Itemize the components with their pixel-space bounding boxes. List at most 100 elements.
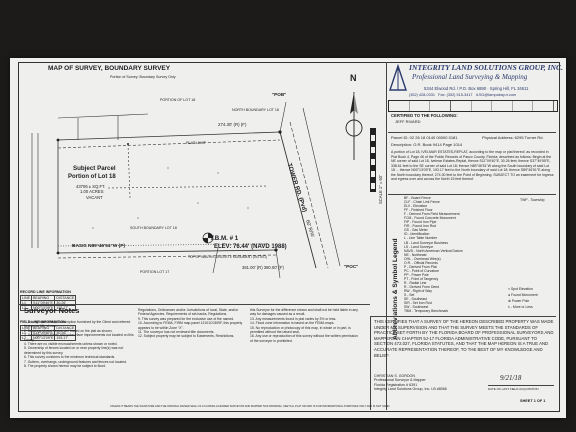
note: 12. Subject property may be subject to E… xyxy=(138,334,235,339)
surveyor-name: CHRISTIAN S. GORDON xyxy=(374,374,415,378)
cert-block-divider xyxy=(370,316,556,317)
found-monument-icon: ● xyxy=(508,293,511,297)
legend-item: OHL - Overhead Wire(s) xyxy=(404,256,441,261)
plat-limit-label: PLAT LIMIT xyxy=(186,141,206,145)
phone: (352) 428-0331 xyxy=(409,93,435,97)
poc-label: "POC" xyxy=(344,264,359,269)
elevation-label: ELEV: 76.44' (NAVD 1988) xyxy=(214,244,287,250)
note: Regulations, Ordinances and/or Jurisdict… xyxy=(138,308,239,317)
cell: 193.17' xyxy=(54,305,77,311)
record-line-table: RECORD LINE INFORMATION LINE BEARING DIS… xyxy=(20,290,77,311)
surveyor-title: Professional Surveyor & Mapper xyxy=(374,378,426,383)
physical-address: Physical Address: 6295 Turner Rd. xyxy=(482,135,544,140)
legend-list: BF - Board Fence CLF - Chain Link Fence … xyxy=(404,196,484,313)
legal-description: A portion of Lot 18, IVELMAR ESTATES-REP… xyxy=(391,150,554,181)
parcel-id: Parcel ID: 02 26 18 0140 00000 0181 xyxy=(391,135,458,140)
legend-item: FIR - Found Iron Rod xyxy=(404,224,437,229)
survey-date: 9/21/18 xyxy=(500,374,522,382)
scale-bar xyxy=(370,128,376,192)
legend-item: FF - Finished Floor xyxy=(404,208,433,213)
legend-right-item: TWP - Township xyxy=(520,198,545,202)
legend-item: SW - Southwest xyxy=(404,305,429,310)
col-distance: DISTANCE xyxy=(54,295,77,301)
company-address: 5344 Elwood Rd. / P.O. Box 6890 · Spring… xyxy=(424,86,529,91)
legend-item: S - Set xyxy=(404,293,415,298)
note: 8. The property shown hereon may be subj… xyxy=(24,364,106,369)
note: 7. Gutters, overhangs, underground featu… xyxy=(24,359,127,364)
legend-item: RW - Right of Way xyxy=(404,289,432,294)
legend-item: PC - Point of Curvature xyxy=(404,268,440,273)
company-tagline: Professional Land Surveying & Mapping xyxy=(412,73,528,81)
cert-divider xyxy=(388,132,556,133)
road-row: 60' R/W xyxy=(304,219,316,238)
legend-item: L - Line Table Number xyxy=(404,236,438,241)
note: 10. According to FEMA, FIRM map panel 12… xyxy=(138,321,243,330)
note: 1. Survey based on the description furni… xyxy=(24,320,131,329)
north-label: N xyxy=(350,73,357,83)
legend-item: FIP - Found Iron Pipe xyxy=(404,220,437,225)
legend-item: P - Derived From Plat xyxy=(404,264,437,269)
field-line-table: FIELD LINE INFORMATION LINE BEARING DIST… xyxy=(20,320,77,341)
email: ILSG@tampabay.rr.com xyxy=(475,93,517,97)
north-line-distance: 274.30' (R) (F) xyxy=(218,122,247,127)
note: 11. The surveyor has not reviewed title … xyxy=(138,330,215,335)
lot-label-south: SOUTH BOUNDARY LOT 18 xyxy=(130,226,177,230)
legend-divider xyxy=(388,194,556,195)
south-line-distance: 381.00' (R) 380.00' (F) xyxy=(242,265,284,270)
symbol-label: Found Monument xyxy=(511,293,538,297)
symbol-label: Spot Elevation xyxy=(510,287,533,291)
portion-of-lot-label: Portion of Lot 18 xyxy=(68,174,116,180)
lot-label-portion17: PORTION LOT 17 xyxy=(140,270,170,274)
cell: N00°13'09"E xyxy=(30,335,56,341)
footer-disclaimer: UNLESS IT BEARS THE SIGNATURE AND THE OR… xyxy=(110,405,391,408)
certification-text: THIS CERTIFIES THAT A SURVEY OF THE HERE… xyxy=(374,319,554,358)
note: 15. No reproduction or photocopy of this… xyxy=(250,325,351,335)
note: 3. Underground utilities and subsurface … xyxy=(24,333,134,342)
legend-item: NAVD - North American Vertical Datum xyxy=(404,248,463,253)
basis-label: BASIS N89°46'51"W (P) xyxy=(72,244,125,249)
note: 14. Flood zone information is based on t… xyxy=(250,321,335,326)
contact-line: (352) 428-0331 Fax: (352) 515-3417 ILSG@… xyxy=(409,93,516,97)
basis-word: BASIS xyxy=(72,244,87,249)
surveyor-notes-col1: 1. Survey based on the description furni… xyxy=(24,320,134,368)
note: 16. Any use or reproduction of this surv… xyxy=(250,334,358,343)
legend-item: LB - Land Surveyor Business xyxy=(404,240,448,245)
certified-to-name: JEFF RIVARD xyxy=(395,119,421,124)
notes-divider xyxy=(18,304,370,305)
pob-label: "POB" xyxy=(272,92,287,97)
scale-label: SCALE 1" = 60' xyxy=(378,175,383,204)
legend-item: FCM - Found Concrete Monument xyxy=(404,216,456,221)
vacant-label: VACANT xyxy=(86,195,103,200)
legend-item: R - Derived From Deed xyxy=(404,285,440,290)
drawing-frame xyxy=(18,62,560,412)
basis-bearing: N89°46'51"W (P) xyxy=(88,244,126,249)
symbol-row: ± - More or Less xyxy=(508,305,533,309)
surveyor-notes-title: Surveyor Notes xyxy=(24,306,80,315)
legend-item: SIR - Set Iron Rod xyxy=(404,301,432,306)
company-logo-icon xyxy=(389,64,407,91)
field-line-table-title: FIELD LINE INFORMATION xyxy=(20,320,66,324)
certified-to-header: CERTIFIED TO THE FOLLOWING: xyxy=(391,113,458,118)
symbol-label: Power Pole xyxy=(511,299,530,303)
legend-item: PT - Point of Tangency xyxy=(404,276,439,281)
table-row: L2 N00°13'09"E 193.17' xyxy=(20,335,77,341)
note: 5. Ownership of fences located on or nea… xyxy=(24,346,124,355)
record-line-table-title: RECORD LINE INFORMATION xyxy=(20,290,71,294)
cell: 193.17' xyxy=(54,335,77,341)
legend-item: SE - Southeast xyxy=(404,297,427,302)
surveyor-company: Integrity Land Solutions Group, Inc. LB … xyxy=(374,387,447,392)
note: 4. There are no visible encroachments un… xyxy=(24,342,118,347)
legend-item: ID - Identification xyxy=(404,232,430,237)
surveyor-signature-block: CHRISTIAN S. GORDON Professional Surveyo… xyxy=(374,374,484,392)
symbol-row: ⊗ Power Pole xyxy=(508,298,538,304)
note: 6. This survey conforms to the minimum t… xyxy=(24,355,116,360)
note: 9. This survey was prepared for the excl… xyxy=(138,316,235,321)
description-header: Description: O.R. Book 9414 Page 1014 xyxy=(391,142,463,147)
area-sqft-label: 43706 ± SQ.FT. xyxy=(76,184,106,189)
cell: N00°13'09"E xyxy=(30,305,56,311)
legend-item: BF - Board Fence xyxy=(404,196,431,200)
legend-item: ELV - Elevation xyxy=(404,204,428,209)
legend-item: LS - Land Surveyor xyxy=(404,244,434,249)
map-subtitle: Portion of Survey: Boundary Survey Only xyxy=(110,75,176,79)
subject-parcel-label: Subject Parcel xyxy=(73,165,116,172)
